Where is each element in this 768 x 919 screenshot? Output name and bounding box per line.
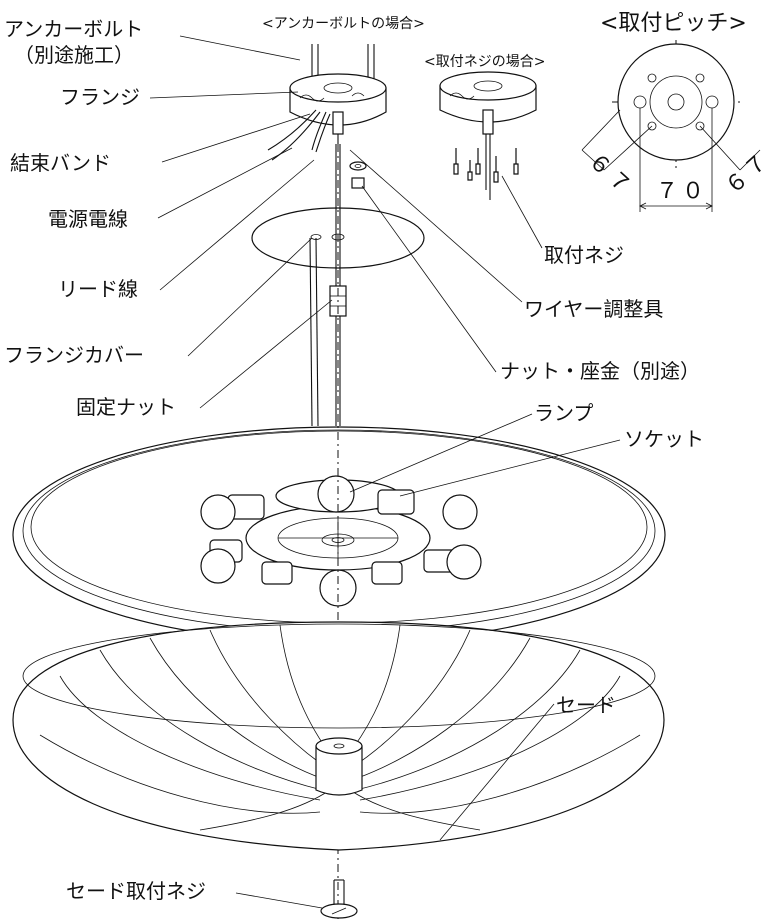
label-flange: フランジ bbox=[60, 85, 140, 109]
label-fixing-nut: 固定ナット bbox=[76, 395, 176, 419]
bowl-shade bbox=[12, 621, 665, 851]
label-nut-washer: ナット・座金（別途） bbox=[500, 359, 700, 383]
labels: アンカーボルト （別途施工） フランジ 結束バンド 電源電線 リード線 フランジ… bbox=[4, 11, 768, 903]
label-power-wire: 電源電線 bbox=[48, 207, 128, 231]
header-screw-case: <取付ネジの場合> bbox=[424, 54, 545, 70]
bulb-icon bbox=[200, 548, 236, 584]
bulb-icon bbox=[200, 494, 236, 530]
label-anchor-bolt: アンカーボルト bbox=[4, 17, 143, 41]
flange-screw-case bbox=[439, 71, 537, 200]
lamp-cluster bbox=[200, 475, 482, 607]
dim-left: ６７ bbox=[583, 148, 638, 201]
label-mounting-screw: 取付ネジ bbox=[544, 243, 624, 267]
label-shade-screw: セード取付ネジ bbox=[66, 879, 206, 903]
bulb-icon bbox=[446, 544, 482, 580]
bulb-icon bbox=[442, 494, 478, 530]
flange-assembly bbox=[267, 44, 387, 161]
leader-lines bbox=[149, 35, 621, 909]
label-anchor-bolt-sub: （別途施工） bbox=[14, 43, 134, 67]
screw-icons bbox=[453, 148, 519, 183]
label-wire-adjuster: ワイヤー調整具 bbox=[524, 297, 663, 321]
shade-screw-part bbox=[320, 879, 358, 919]
label-lamp: ランプ bbox=[534, 401, 593, 425]
bulb-icon bbox=[317, 475, 355, 513]
dim-right: ６７ bbox=[721, 147, 768, 200]
header-pitch: <取付ピッチ> bbox=[600, 11, 747, 36]
label-flange-cover: フランジカバー bbox=[4, 343, 144, 367]
header-anchor-case: <アンカーボルトの場合> bbox=[262, 16, 425, 32]
label-shade: セード bbox=[556, 693, 616, 717]
label-binding-band: 結束バンド bbox=[10, 151, 111, 175]
label-lead-wire: リード線 bbox=[58, 277, 138, 301]
label-socket: ソケット bbox=[624, 427, 704, 451]
mounting-pitch-diagram bbox=[581, 40, 761, 212]
dim-center: ７０ bbox=[656, 179, 708, 204]
